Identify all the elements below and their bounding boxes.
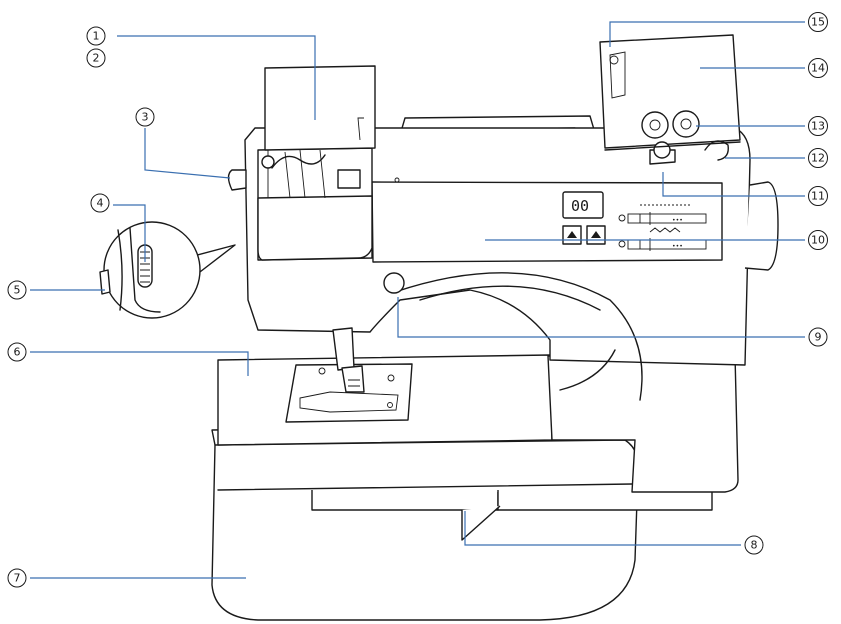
flat-bed (217, 354, 739, 493)
svg-text:1: 1 (93, 30, 100, 43)
svg-text:7: 7 (14, 572, 21, 585)
spool-area (599, 34, 741, 165)
callout-12: 12 (808, 148, 828, 168)
spool-right (672, 110, 700, 138)
svg-text:15: 15 (811, 16, 825, 29)
svg-text:13: 13 (811, 120, 825, 133)
callout-14: 14 (808, 58, 828, 78)
callout-2: 2 (86, 48, 106, 68)
callout-5: 5 (7, 280, 27, 300)
control-panel (371, 181, 723, 263)
embroidery-unit (211, 424, 713, 621)
svg-text:•••: ••• (672, 217, 683, 224)
callout-9: 9 (808, 327, 828, 347)
svg-text:10: 10 (811, 234, 825, 247)
led-display (562, 191, 604, 219)
callout-10: 10 (808, 230, 828, 250)
spool-lid (599, 34, 741, 149)
svg-text:4: 4 (97, 197, 104, 210)
svg-text:2: 2 (93, 52, 100, 65)
callout-7: 7 (7, 568, 27, 588)
head-area (227, 65, 376, 393)
spool-left (641, 111, 669, 139)
svg-text:11: 11 (811, 190, 825, 203)
zoom-inset (99, 221, 236, 319)
callout-3: 3 (135, 107, 155, 127)
svg-text:6: 6 (14, 346, 21, 359)
svg-text:9: 9 (815, 331, 822, 344)
svg-text:•••: ••• (672, 243, 683, 250)
callout-15: 15 (808, 12, 828, 32)
start-stop-button[interactable] (383, 272, 405, 294)
leader-lines (30, 21, 805, 579)
callout-1: 1 (86, 26, 106, 46)
top-cover (264, 65, 376, 151)
handwheel (744, 181, 779, 271)
callout-8: 8 (744, 535, 764, 555)
led-readout: 00 (571, 197, 589, 215)
callout-6: 6 (7, 342, 27, 362)
svg-text:8: 8 (751, 539, 758, 552)
svg-text:5: 5 (14, 284, 21, 297)
callout-4: 4 (90, 193, 110, 213)
callout-13: 13 (808, 116, 828, 136)
svg-text:14: 14 (811, 62, 825, 75)
callout-11: 11 (808, 186, 828, 206)
bobbin-winder (653, 141, 671, 159)
svg-text:12: 12 (811, 152, 825, 165)
callouts: 1 2 3 4 5 6 7 8 9 10 11 12 13 14 15 (7, 12, 828, 588)
svg-text:3: 3 (142, 111, 149, 124)
